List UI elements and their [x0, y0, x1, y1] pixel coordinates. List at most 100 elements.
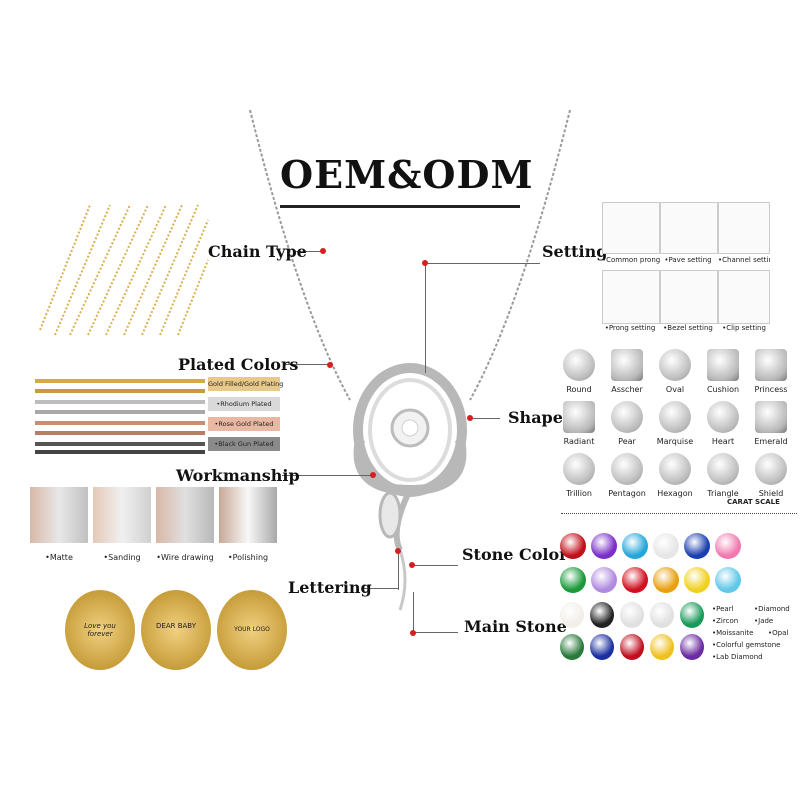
carat-scale-label: CARAT SCALE [727, 498, 780, 506]
label-stone-color: Stone Color [462, 545, 568, 564]
main-stone-moissanite: •Moissanite [712, 629, 754, 637]
shape-label-triangle: Triangle [707, 489, 739, 498]
workmanship-marker [370, 472, 376, 478]
lettering-marker [395, 548, 401, 554]
title-underline [280, 205, 520, 208]
label-workmanship: Workmanship [176, 466, 300, 485]
lettering-sample-dear-baby: DEAR BABY [156, 622, 196, 630]
label-chain-type: Chain Type [208, 242, 307, 261]
shape-label-pear: Pear [618, 437, 636, 446]
lettering-panel: Love you forever DEAR BABY YOUR LOGO [65, 580, 287, 690]
setting-bezel: •Bezel setting [663, 324, 713, 332]
plated-colors-panel: Gold Filled/Gold Plating •Rhodium Plated… [30, 373, 283, 458]
shape-gem-asscher [611, 349, 643, 381]
shape-label-marquise: Marquise [656, 437, 694, 446]
shape-gem-shield [755, 453, 787, 485]
stone-color-gem [715, 567, 741, 593]
page-title: OEM&ODM [280, 152, 534, 197]
shape-gem-hexagon [659, 453, 691, 485]
main-stone-gem [620, 634, 644, 660]
main-stone-gem [560, 602, 584, 628]
lettering-sample-logo: YOUR LOGO [234, 626, 270, 633]
setting-channel: •Channel setting [718, 256, 770, 264]
main-stone-opal: •Opal [768, 629, 789, 637]
shape-label-oval: Oval [665, 385, 685, 394]
workmanship-wire-drawing: •Wire drawing [156, 553, 214, 562]
workmanship-polishing: •Polishing [227, 553, 269, 562]
label-lettering: Lettering [288, 578, 372, 597]
main-stone-gem [680, 602, 704, 628]
stone-color-gem [653, 533, 679, 559]
shape-gem-pear [611, 401, 643, 433]
shape-label-radiant: Radiant [563, 437, 595, 446]
shape-label-princess: Princess [754, 385, 788, 394]
shape-gem-heart [707, 401, 739, 433]
setting-prong: •Prong setting [604, 324, 656, 332]
shape-gem-triangle [707, 453, 739, 485]
lettering-sample-love: Love you forever [84, 622, 116, 638]
stone-color-gem [653, 567, 679, 593]
shape-label-asscher: Asscher [611, 385, 643, 394]
shape-label-trillion: Trillion [566, 489, 592, 498]
main-stone-gem [650, 602, 674, 628]
plated-color-rose-gold: •Rose Gold Plated [208, 417, 280, 431]
workmanship-panel: •Matte •Sanding •Wire drawing •Polishing [30, 487, 282, 567]
setting-clip: •Clip setting [722, 324, 766, 332]
shape-gem-emerald [755, 401, 787, 433]
stone-color-gem [560, 533, 586, 559]
stone-color-gem [591, 533, 617, 559]
setting-pave: •Pave setting [664, 256, 712, 264]
shape-gem-oval [659, 349, 691, 381]
main-stone-gem [590, 602, 614, 628]
plated-color-black-gun: •Black Gun Plated [208, 437, 280, 451]
main-stone-marker [410, 630, 416, 636]
stone-color-marker [409, 562, 415, 568]
shape-gem-cushion [707, 349, 739, 381]
workmanship-matte: •Matte [45, 553, 73, 562]
chain-type-image [39, 204, 209, 336]
shape-label-pentagon: Pentagon [608, 489, 646, 498]
main-stone-lab-diamond: •Lab Diamond [712, 653, 763, 661]
plated-colors-marker [327, 362, 333, 368]
workmanship-sanding: •Sanding [103, 553, 141, 562]
setting-marker [422, 260, 428, 266]
shape-label-round: Round [566, 385, 592, 394]
stone-color-gem [684, 567, 710, 593]
shape-label-heart: Heart [711, 437, 735, 446]
shape-gem-round [563, 349, 595, 381]
stone-color-gem [560, 567, 586, 593]
stone-color-panel [556, 533, 796, 595]
shape-gem-princess [755, 349, 787, 381]
main-stone-diamond: •Diamond [754, 605, 790, 613]
shape-gem-marquise [659, 401, 691, 433]
stone-color-gem [591, 567, 617, 593]
main-stone-panel: •Pearl •Diamond •Zircon •Jade •Moissanit… [556, 600, 800, 668]
stone-color-gem [684, 533, 710, 559]
stone-color-gem [622, 567, 648, 593]
setting-common-prong: •Common prong [602, 256, 661, 264]
label-setting: Setting [542, 242, 608, 261]
main-stone-zircon: •Zircon [712, 617, 739, 625]
main-stone-pearl: •Pearl [712, 605, 734, 613]
main-stone-jade: •Jade [754, 617, 774, 625]
necklace-pendant-image [249, 110, 571, 611]
plated-color-rhodium: •Rhodium Plated [208, 397, 280, 411]
shape-label-cushion: Cushion [706, 385, 740, 394]
main-stone-gem [680, 634, 704, 660]
shape-marker [467, 415, 473, 421]
shape-label-emerald: Emerald [754, 437, 788, 446]
plated-color-gold: Gold Filled/Gold Plating [208, 377, 283, 391]
setting-panel: •Common prong •Pave setting •Channel set… [600, 200, 770, 340]
main-stone-colorful-gemstone: •Colorful gemstone [712, 641, 781, 649]
shape-label-hexagon: Hexagon [657, 489, 693, 498]
main-stone-gem [560, 634, 584, 660]
stone-color-gem [622, 533, 648, 559]
shape-gem-trillion [563, 453, 595, 485]
label-main-stone: Main Stone [464, 617, 567, 636]
main-stone-gem [590, 634, 614, 660]
label-shape: Shape [508, 408, 563, 427]
stone-color-gem [715, 533, 741, 559]
shape-label-shield: Shield [758, 489, 784, 498]
main-stone-gem [620, 602, 644, 628]
chain-type-marker [320, 248, 326, 254]
